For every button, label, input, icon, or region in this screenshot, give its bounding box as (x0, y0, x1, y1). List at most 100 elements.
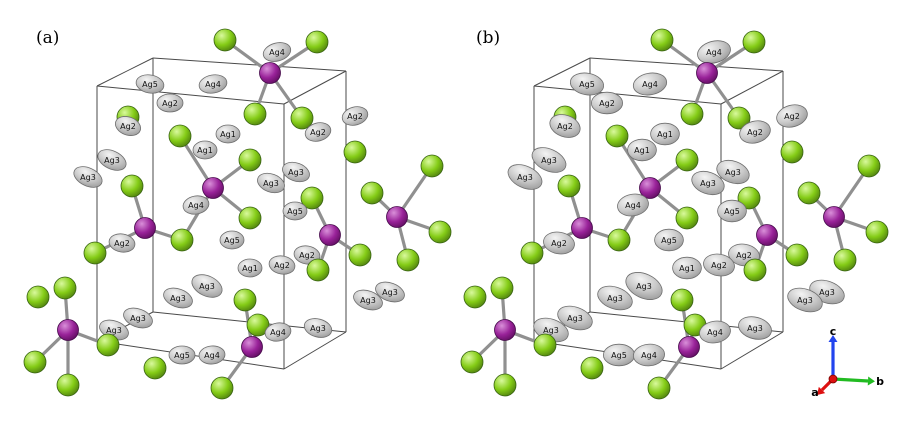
axis-label-c: c (830, 325, 837, 338)
silver-site-label: Ag3 (288, 168, 304, 177)
silver-site-label: Ag4 (270, 328, 286, 337)
anion-atom (23, 350, 47, 374)
silver-site-label: Ag5 (224, 236, 240, 245)
silver-ellipsoid (191, 274, 223, 298)
anion-atom (53, 276, 77, 300)
anion-atom (360, 181, 384, 205)
anion-atom (96, 333, 120, 357)
anion-atom (238, 148, 262, 172)
anion-atom (675, 148, 699, 172)
anion-atom (670, 288, 694, 312)
silver-site-label: Ag4 (188, 201, 204, 210)
silver-site-label: Ag3 (80, 173, 96, 182)
unit-cell-edge (152, 57, 347, 72)
anion-atom (675, 206, 699, 230)
anion-atom (833, 248, 857, 272)
silver-site-label: Ag4 (204, 351, 220, 360)
unit-cell-edge (589, 57, 784, 72)
silver-site-label: Ag2 (162, 99, 178, 108)
cation-atom (696, 62, 718, 84)
silver-ellipsoid (73, 166, 103, 188)
silver-site-label: Ag3 (636, 282, 652, 291)
silver-site-label: Ag3 (747, 324, 763, 333)
anion-atom (243, 102, 267, 126)
anion-atom (797, 181, 821, 205)
anion-atom (420, 154, 444, 178)
cation-atom (678, 336, 700, 358)
silver-site-label: Ag2 (747, 128, 763, 137)
b-axis-arrowhead (867, 376, 875, 386)
silver-site-label: Ag3 (819, 288, 835, 297)
silver-site-label: Ag1 (657, 130, 673, 139)
silver-ellipsoid (531, 147, 567, 173)
anion-atom (580, 356, 604, 380)
cation-atom (259, 62, 281, 84)
silver-site-label: Ag5 (661, 236, 677, 245)
silver-ellipsoid (699, 320, 731, 344)
silver-ellipsoid (115, 116, 141, 136)
silver-site-label: Ag3 (543, 326, 559, 335)
silver-site-label: Ag5 (142, 80, 158, 89)
silver-site-label: Ag2 (551, 239, 567, 248)
silver-ellipsoid (108, 233, 136, 253)
silver-site-label: Ag4 (706, 48, 722, 57)
silver-site-label: Ag2 (310, 128, 326, 137)
silver-site-label: Ag2 (347, 112, 363, 121)
anion-atom (607, 228, 631, 252)
silver-ellipsoid (507, 164, 543, 190)
silver-ellipsoid (569, 72, 605, 96)
silver-ellipsoid (219, 230, 245, 250)
silver-ellipsoid (543, 231, 575, 255)
silver-site-label: Ag3 (104, 156, 120, 165)
anion-atom (290, 106, 314, 130)
anion-atom (83, 241, 107, 265)
silver-ellipsoid (282, 201, 308, 221)
anion-atom (26, 285, 50, 309)
anion-atom (680, 102, 704, 126)
silver-ellipsoid (597, 285, 633, 311)
silver-ellipsoid (182, 195, 210, 215)
silver-ellipsoid (591, 91, 624, 115)
anion-atom (647, 376, 671, 400)
anion-atom (306, 258, 330, 282)
silver-ellipsoid (268, 255, 296, 275)
anion-atom (650, 28, 674, 52)
silver-site-label: Ag5 (174, 351, 190, 360)
unit-cell-edge (96, 57, 154, 87)
silver-ellipsoid (697, 40, 731, 64)
silver-ellipsoid (353, 289, 383, 311)
silver-ellipsoid (650, 122, 680, 146)
silver-site-label: Ag2 (120, 122, 136, 131)
anion-atom (246, 313, 270, 337)
unit-cell-edge (720, 331, 784, 370)
anion-atom (490, 276, 514, 300)
silver-site-label: Ag2 (557, 122, 573, 131)
silver-site-label: Ag1 (220, 130, 236, 139)
silver-site-label: Ag4 (641, 351, 657, 360)
silver-ellipsoid (625, 272, 663, 300)
silver-site-label: Ag3 (130, 314, 146, 323)
silver-ellipsoid (168, 345, 196, 365)
silver-site-label: Ag3 (170, 294, 186, 303)
anion-atom (210, 376, 234, 400)
unit-cell-edge (283, 70, 347, 105)
silver-ellipsoid (738, 316, 772, 340)
silver-site-label: Ag3 (797, 296, 813, 305)
anion-atom (857, 154, 881, 178)
silver-site-label: Ag3 (517, 173, 533, 182)
cation-atom (494, 319, 516, 341)
anion-atom (743, 258, 767, 282)
anion-atom (533, 333, 557, 357)
silver-site-label: Ag1 (679, 264, 695, 273)
silver-site-label: Ag2 (736, 251, 752, 260)
silver-site-label: Ag4 (205, 80, 221, 89)
axis-label-a: a (811, 386, 818, 399)
silver-ellipsoid (716, 159, 750, 185)
silver-site-label: Ag3 (725, 168, 741, 177)
silver-site-label: Ag3 (360, 296, 376, 305)
anion-atom (493, 373, 517, 397)
silver-site-label: Ag2 (711, 261, 727, 270)
